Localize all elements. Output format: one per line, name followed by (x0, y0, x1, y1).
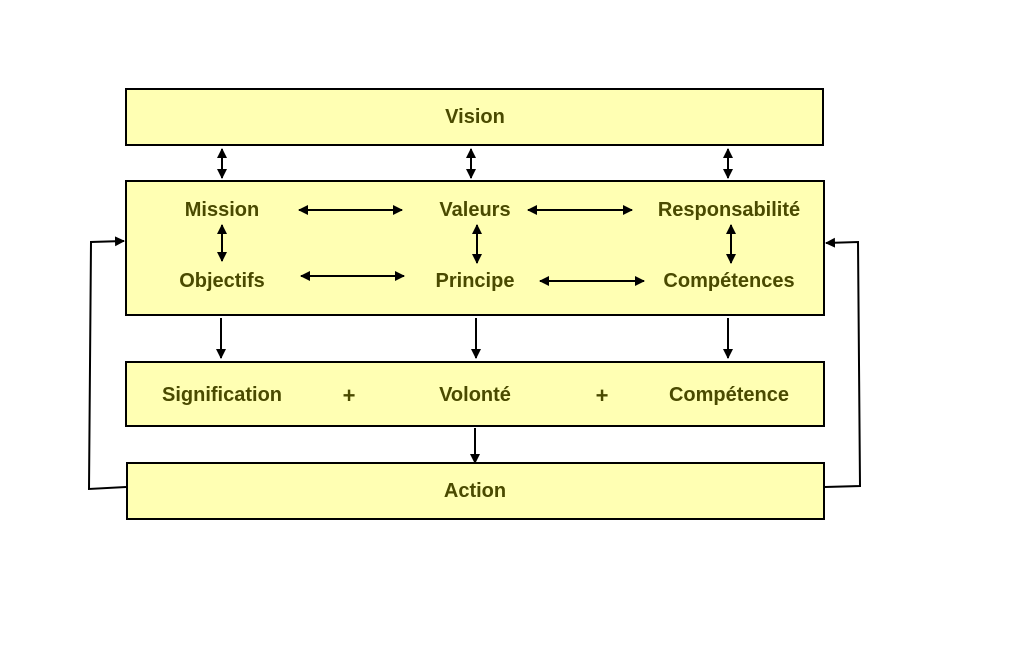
feedback-loop-left (87, 236, 127, 491)
feedback-loop-right (824, 237, 862, 488)
result-box (125, 361, 825, 427)
action-label: Action (443, 480, 507, 502)
volonte-label: Volonté (439, 384, 511, 406)
principe-label: Principe (435, 270, 515, 292)
responsabilite-label: Responsabilité (657, 199, 801, 221)
mission-label: Mission (184, 199, 260, 221)
plus-sign-right: + (595, 383, 609, 408)
signification-label: Signification (162, 384, 282, 406)
valeurs-label: Valeurs (439, 199, 511, 221)
objectifs-label: Objectifs (179, 270, 265, 292)
vision-label: Vision (445, 106, 505, 128)
plus-sign-left: + (342, 383, 356, 408)
competences-label: Compétences (663, 270, 795, 292)
vision-box (125, 88, 824, 146)
competence-label: Compétence (668, 384, 790, 406)
